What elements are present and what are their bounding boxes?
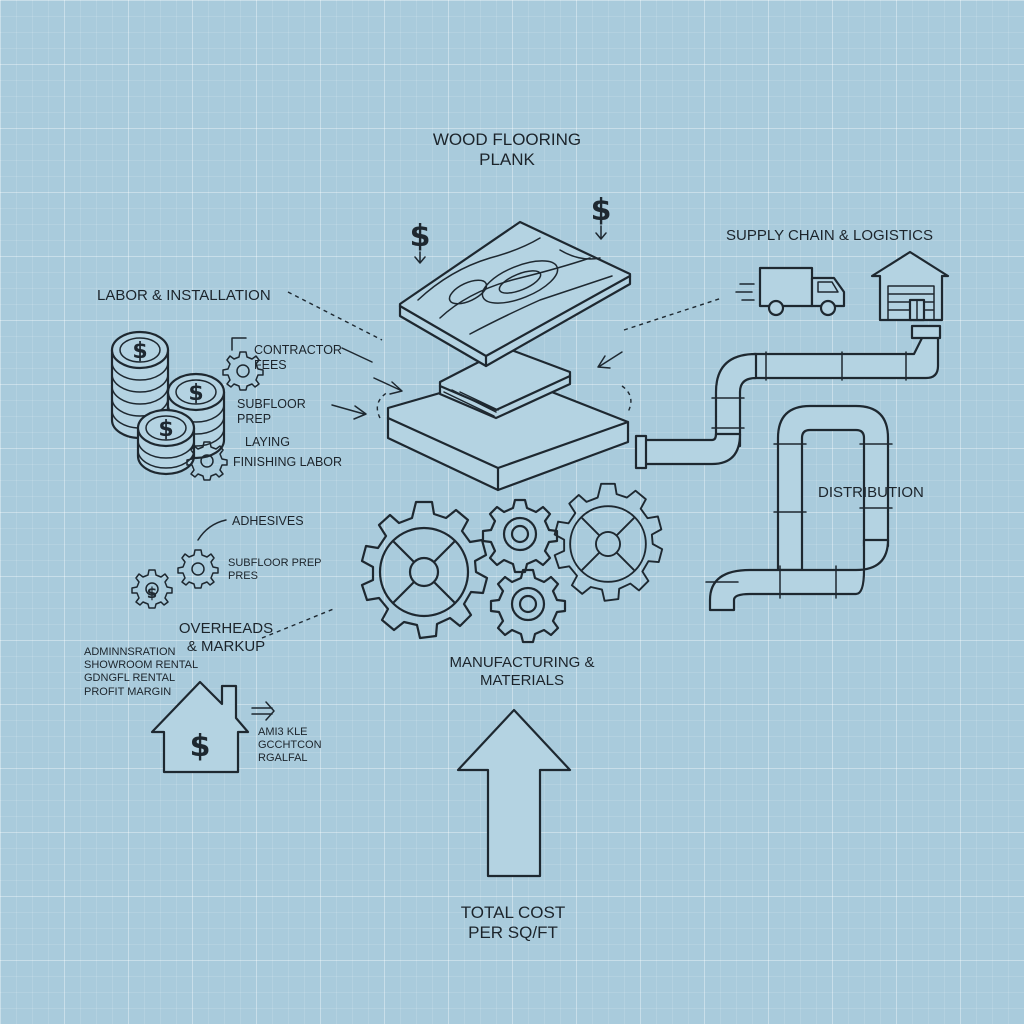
truck-icon [735,266,846,317]
svg-text:$: $ [410,219,431,254]
plank-label: WOOD FLOORING PLANK [432,130,582,170]
dollar-sign-icon: $ $ [410,193,612,264]
subfloor-prep-label: SUBFLOOR PREP [237,397,306,426]
gear-icon [481,498,559,574]
distribution-label: DISTRIBUTION [818,484,924,501]
svg-text:$: $ [190,729,211,764]
dollar-sign-icon: $ [132,339,147,364]
finishing-labor-label: FINISHING LABOR [233,455,343,469]
house-icon: $ [150,680,250,774]
subfloor-prep-pres-label: SUBFLOOR PREP PRES [228,557,322,583]
svg-text:$: $ [591,193,612,228]
overheads-markup-label: OVERHEADS & MARKUP [178,620,274,655]
dollar-sign-icon: $ [147,584,157,602]
labor-installation-label: LABOR & INSTALLATION [97,287,271,304]
gear-icon [360,500,489,640]
gear-icon [177,549,219,589]
gear-icon [553,482,664,602]
supply-chain-label: SUPPLY CHAIN & LOGISTICS [726,227,934,244]
dollar-sign-icon: $ [188,381,203,406]
pipe-icon [634,324,942,612]
adhesives-label: ADHESIVES [232,514,304,528]
contractor-fees-label: CONTRACTOR FEES [254,343,342,372]
laying-label: LAYING [245,435,290,449]
warehouse-icon [870,250,950,322]
gear-icon [489,568,567,644]
manufacturing-label: MANUFACTURING & MATERIALS [449,654,595,689]
arrow-up-icon [456,708,572,878]
wood-plank-icon [386,220,632,492]
total-cost-label: TOTAL COST PER SQ/FT [460,903,566,943]
overheads-misc-label: AMI3 KLE GCCHTCON RGALFAL [258,726,322,765]
coin-stack-icon: $ $ $ [110,330,226,476]
dollar-sign-icon: $ [158,417,173,442]
overheads-items-label: ADMINNSRATION SHOWROOM RENTAL GDNGFL REN… [84,646,199,698]
